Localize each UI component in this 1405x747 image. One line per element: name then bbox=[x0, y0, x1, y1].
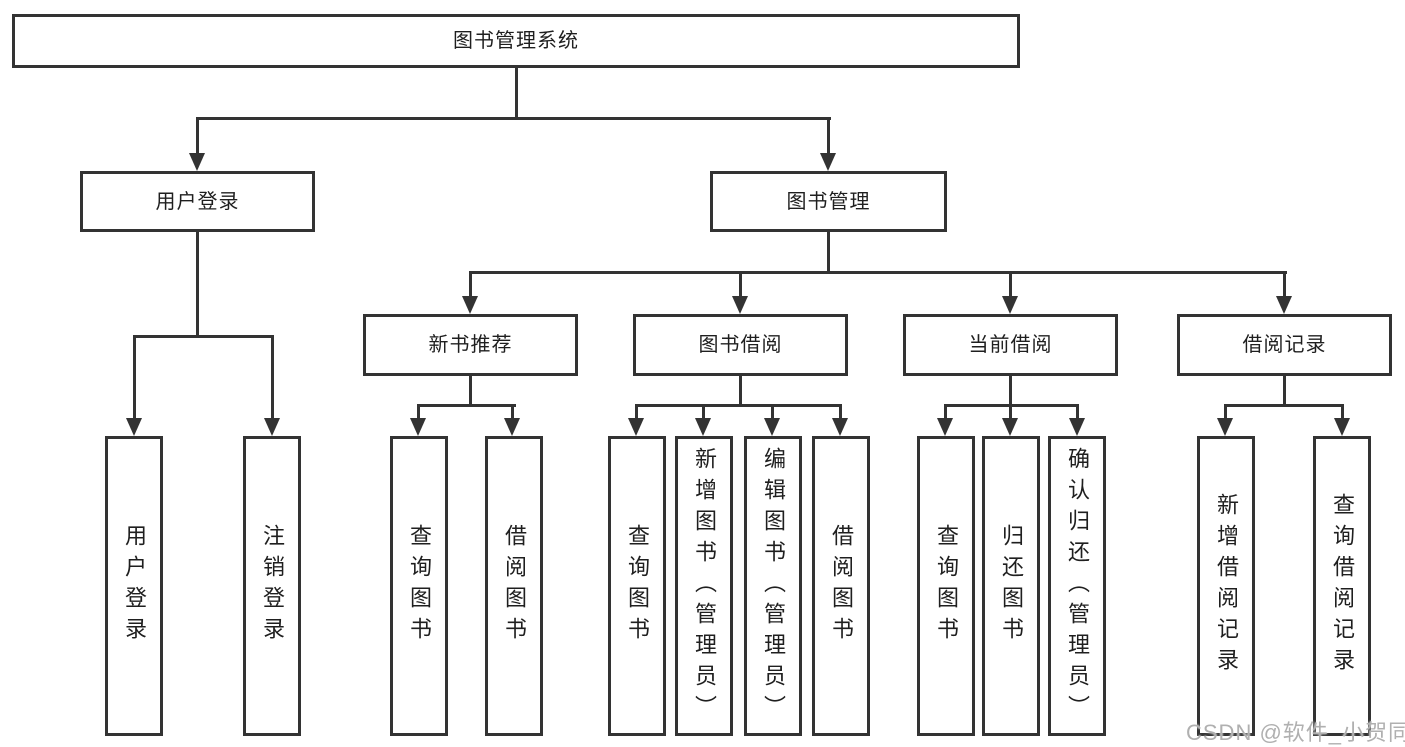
connector-line bbox=[839, 404, 842, 419]
connector-line bbox=[469, 271, 1287, 274]
arrow-down-icon bbox=[1276, 296, 1292, 314]
connector-line bbox=[739, 271, 742, 297]
connector-line bbox=[1224, 404, 1227, 419]
arrow-down-icon bbox=[1217, 418, 1233, 436]
arrow-down-icon bbox=[937, 418, 953, 436]
connector-line bbox=[827, 232, 830, 274]
leaf-label: 注销登录 bbox=[260, 524, 285, 648]
connector-line bbox=[1009, 404, 1012, 419]
arrow-down-icon bbox=[1069, 418, 1085, 436]
leaf-label: 用户登录 bbox=[122, 524, 147, 648]
connector-line bbox=[635, 404, 638, 419]
connector-line bbox=[196, 117, 831, 120]
arrow-down-icon bbox=[410, 418, 426, 436]
csdn-watermark: CSDN @软件_小贺同学 bbox=[1186, 720, 1405, 745]
leaf-label: 查询借阅记录 bbox=[1330, 493, 1355, 679]
node-book-management-module: 图书管理 bbox=[710, 171, 947, 232]
connector-line bbox=[771, 404, 774, 419]
node-user-login-module: 用户登录 bbox=[80, 171, 315, 232]
node-label: 借阅记录 bbox=[1242, 334, 1327, 356]
node-label: 新书推荐 bbox=[428, 334, 513, 356]
leaf-query-books-recommend: 查询图书 bbox=[390, 436, 448, 736]
node-label: 图书管理 bbox=[786, 190, 871, 213]
node-new-book-recommend: 新书推荐 bbox=[363, 314, 578, 376]
leaf-user-login: 用户登录 bbox=[105, 436, 163, 736]
arrow-down-icon bbox=[126, 418, 142, 436]
connector-line bbox=[133, 335, 136, 419]
node-root-library-system: 图书管理系统 bbox=[12, 14, 1020, 68]
node-label: 当前借阅 bbox=[968, 334, 1053, 356]
leaf-label: 新增借阅记录 bbox=[1214, 493, 1239, 679]
leaf-query-borrow-record: 查询借阅记录 bbox=[1313, 436, 1371, 736]
connector-line bbox=[1009, 376, 1012, 406]
connector-line bbox=[1283, 376, 1286, 406]
leaf-logout: 注销登录 bbox=[243, 436, 301, 736]
leaf-label: 查询图书 bbox=[934, 524, 959, 648]
connector-line bbox=[417, 404, 516, 407]
connector-line bbox=[271, 335, 274, 419]
arrow-down-icon bbox=[820, 153, 836, 171]
node-book-borrow: 图书借阅 bbox=[633, 314, 848, 376]
connector-line bbox=[133, 335, 274, 338]
arrow-down-icon bbox=[264, 418, 280, 436]
arrow-down-icon bbox=[732, 296, 748, 314]
leaf-label: 查询图书 bbox=[625, 524, 650, 648]
connector-line bbox=[469, 271, 472, 297]
leaf-label: 归还图书 bbox=[999, 524, 1024, 648]
connector-line bbox=[944, 404, 947, 419]
node-label: 用户登录 bbox=[155, 190, 240, 213]
connector-line bbox=[1009, 271, 1012, 297]
node-label: 图书管理系统 bbox=[453, 30, 579, 52]
leaf-borrow-books: 借阅图书 bbox=[812, 436, 870, 736]
connector-line bbox=[827, 117, 830, 154]
leaf-label: 借阅图书 bbox=[829, 524, 854, 648]
arrow-down-icon bbox=[695, 418, 711, 436]
leaf-label: 确认归还（管理员） bbox=[1065, 446, 1090, 726]
arrow-down-icon bbox=[504, 418, 520, 436]
connector-line bbox=[1224, 404, 1344, 407]
arrow-down-icon bbox=[462, 296, 478, 314]
leaf-label: 查询图书 bbox=[407, 524, 432, 648]
node-label: 图书借阅 bbox=[698, 334, 783, 356]
connector-line bbox=[196, 232, 199, 337]
arrow-down-icon bbox=[628, 418, 644, 436]
leaf-edit-book-admin: 编辑图书（管理员） bbox=[744, 436, 802, 736]
connector-line bbox=[1341, 404, 1344, 419]
connector-line bbox=[196, 117, 199, 154]
leaf-query-books-current: 查询图书 bbox=[917, 436, 975, 736]
connector-line bbox=[1076, 404, 1079, 419]
connector-line bbox=[515, 68, 518, 119]
arrow-down-icon bbox=[189, 153, 205, 171]
arrow-down-icon bbox=[1334, 418, 1350, 436]
leaf-borrow-books-recommend: 借阅图书 bbox=[485, 436, 543, 736]
connector-line bbox=[469, 376, 472, 406]
leaf-label: 编辑图书（管理员） bbox=[761, 446, 786, 726]
arrow-down-icon bbox=[1002, 418, 1018, 436]
connector-line bbox=[511, 404, 514, 419]
connector-line bbox=[1283, 271, 1286, 297]
arrow-down-icon bbox=[764, 418, 780, 436]
node-borrow-records: 借阅记录 bbox=[1177, 314, 1392, 376]
leaf-add-book-admin: 新增图书（管理员） bbox=[675, 436, 733, 736]
connector-line bbox=[702, 404, 705, 419]
leaf-label: 借阅图书 bbox=[502, 524, 527, 648]
leaf-query-books-borrow: 查询图书 bbox=[608, 436, 666, 736]
leaf-label: 新增图书（管理员） bbox=[692, 446, 717, 726]
node-current-borrow: 当前借阅 bbox=[903, 314, 1118, 376]
arrow-down-icon bbox=[1002, 296, 1018, 314]
leaf-confirm-return-admin: 确认归还（管理员） bbox=[1048, 436, 1106, 736]
connector-line bbox=[635, 404, 842, 407]
leaf-return-book: 归还图书 bbox=[982, 436, 1040, 736]
connector-line bbox=[739, 376, 742, 406]
arrow-down-icon bbox=[832, 418, 848, 436]
leaf-add-borrow-record: 新增借阅记录 bbox=[1197, 436, 1255, 736]
connector-line bbox=[417, 404, 420, 419]
